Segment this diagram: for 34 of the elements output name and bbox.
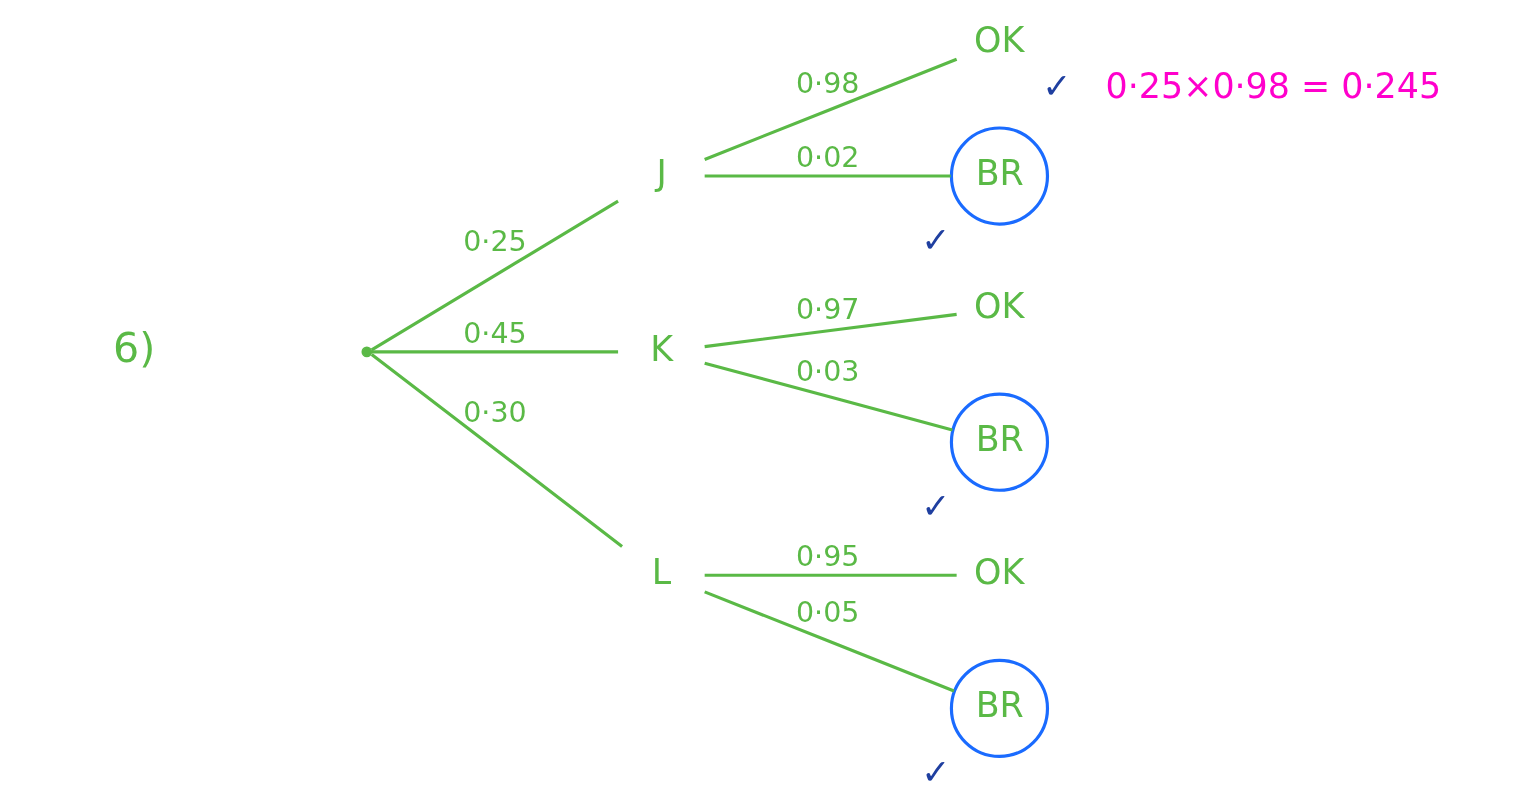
label: 6) [112, 323, 156, 372]
node-label: ✓ [921, 220, 951, 261]
edge-label: 0·02 [795, 141, 860, 175]
connector [704, 312, 957, 349]
edge-label: 0·45 [463, 317, 527, 351]
edge-label: 0·05 [795, 595, 860, 629]
node-point [361, 346, 373, 358]
node-label: ✓ [921, 752, 951, 793]
edge-label: 0·25 [463, 225, 527, 259]
node-text: J [656, 152, 667, 193]
connector [704, 57, 958, 161]
edge-label: 0·97 [795, 293, 860, 327]
connector [704, 590, 955, 693]
edge-label: 0·98 [795, 66, 860, 100]
edge-label: 0·03 [795, 355, 860, 389]
connector [370, 353, 624, 548]
node-label: ✓ [1042, 65, 1072, 106]
node-text: OK [974, 285, 1025, 326]
edge-label: 0·95 [795, 540, 860, 574]
node-text: OK [974, 19, 1025, 60]
connector [370, 199, 619, 352]
node-circle: BR [949, 392, 1050, 492]
node-label: ✓ [921, 486, 951, 527]
node-circle: BR [949, 658, 1050, 758]
node-text: L [651, 552, 672, 593]
connector [704, 361, 953, 432]
node-text: K [650, 328, 674, 369]
connector [371, 350, 619, 354]
node-text: OK [974, 552, 1025, 593]
connector [704, 573, 957, 577]
edge-label: 0·30 [463, 396, 527, 430]
connector [704, 174, 951, 178]
node-label: 0·25×0·98 = 0·245 [1105, 65, 1442, 106]
node-circle: BR [949, 126, 1050, 226]
